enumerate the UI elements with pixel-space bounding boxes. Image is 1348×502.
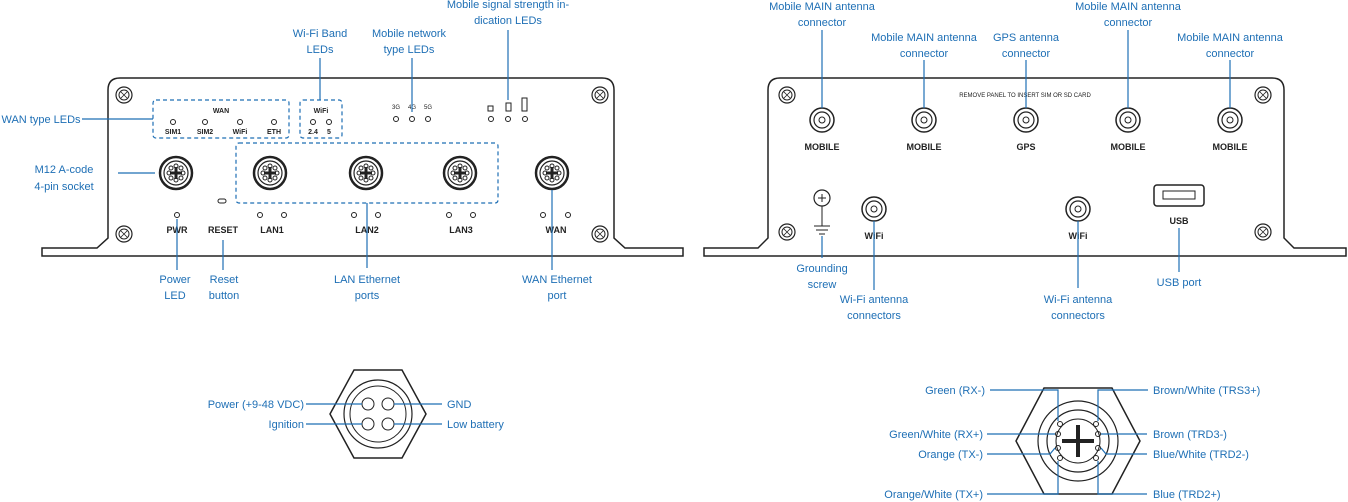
callout-lan-ports-line2: ports: [355, 290, 380, 302]
callout-reset-line2: button: [209, 290, 240, 302]
callout-wifi-b-line2: connectors: [1051, 310, 1105, 322]
ethernet-pinout: Green (RX-) Brown/White (TRS3+) Green/Wh…: [884, 385, 1260, 501]
pin-green-rx-minus: Green (RX-): [925, 385, 985, 397]
pin-blue-trd2-plus: Blue (TRD2+): [1153, 489, 1221, 501]
callout-power-led-line1: Power: [159, 274, 191, 286]
callout-m12-socket-line2: 4-pin socket: [34, 181, 93, 193]
band-5-marking: 5: [327, 129, 331, 136]
callout-ant4-line2: connector: [1104, 17, 1153, 29]
pin-brown-trd3: Brown (TRD3-): [1153, 429, 1227, 441]
usb-marking: USB: [1169, 216, 1189, 226]
mobile4-marking: MOBILE: [1111, 142, 1146, 152]
pin-green-white-rx-plus: Green/White (RX+): [889, 429, 983, 441]
lan1-marking: LAN1: [260, 225, 284, 235]
callout-wifi-band-line1: Wi-Fi Band: [293, 28, 347, 40]
callout-ant2-line2: connector: [900, 48, 949, 60]
callout-wan-type-leds: WAN type LEDs: [1, 114, 81, 126]
lan3-marking: LAN3: [449, 225, 473, 235]
net-3g-marking: 3G: [392, 105, 400, 111]
callout-wifi-a-line1: Wi-Fi antenna: [840, 294, 909, 306]
pin-blue-white-trd2: Blue/White (TRD2-): [1153, 449, 1249, 461]
mobile2-marking: MOBILE: [907, 142, 942, 152]
power-pinout: Power (+9-48 VDC) GND Ignition Low batte…: [208, 369, 504, 459]
wifi-marking: WiFi: [233, 129, 248, 136]
callout-ground-line2: screw: [808, 279, 837, 291]
callout-lan-ports-line1: LAN Ethernet: [334, 274, 400, 286]
gps-marking: GPS: [1016, 142, 1035, 152]
callout-ant1-line1: Mobile MAIN antenna: [769, 1, 876, 13]
wan-marking: WAN: [546, 225, 567, 235]
callout-signal-line1: Mobile signal strength in-: [447, 0, 570, 11]
front-panel: WAN SIM1 SIM2 WiFi ETH WiFi 2.4 5 3G 4G …: [1, 0, 684, 302]
callout-ant4-line1: Mobile MAIN antenna: [1075, 1, 1182, 13]
callout-ant1-line2: connector: [798, 17, 847, 29]
callout-usb: USB port: [1157, 277, 1202, 289]
wan-group-label: WAN: [213, 108, 229, 115]
callout-ant2-line1: Mobile MAIN antenna: [871, 32, 978, 44]
panel-note: REMOVE PANEL TO INSERT SIM OR SD CARD: [959, 93, 1091, 99]
mobile1-marking: MOBILE: [805, 142, 840, 152]
pin-orange-white-tx-plus: Orange/White (TX+): [884, 489, 983, 501]
sim2-marking: SIM2: [197, 129, 213, 136]
callout-wifi-b-line1: Wi-Fi antenna: [1044, 294, 1113, 306]
pin-brown-white-trs3: Brown/White (TRS3+): [1153, 385, 1260, 397]
callout-mobile-type-line1: Mobile network: [372, 28, 446, 40]
pin-low-battery: Low battery: [447, 419, 504, 431]
wifi-group-label: WiFi: [314, 108, 329, 115]
pin-gnd: GND: [447, 399, 472, 411]
callout-m12-socket-line1: M12 A-code: [35, 164, 94, 176]
reset-marking: RESET: [208, 225, 239, 235]
callout-ant5-line2: connector: [1206, 48, 1255, 60]
callout-wan-port-line1: WAN Ethernet: [522, 274, 592, 286]
sim1-marking: SIM1: [165, 129, 181, 136]
net-5g-marking: 5G: [424, 105, 432, 111]
callout-wifi-band-line2: LEDs: [307, 44, 334, 56]
callout-wifi-a-line2: connectors: [847, 310, 901, 322]
callout-mobile-type-line2: type LEDs: [384, 44, 435, 56]
callout-signal-line2: dication LEDs: [474, 15, 542, 27]
pin-ignition: Ignition: [269, 419, 304, 431]
pin-power: Power (+9-48 VDC): [208, 399, 304, 411]
band-24-marking: 2.4: [308, 129, 318, 136]
callout-power-led-line2: LED: [164, 290, 185, 302]
callout-ant5-line1: Mobile MAIN antenna: [1177, 32, 1284, 44]
callout-ground-line1: Grounding: [796, 263, 847, 275]
callout-gps-line1: GPS antenna: [993, 32, 1060, 44]
callout-reset-line1: Reset: [210, 274, 239, 286]
mobile5-marking: MOBILE: [1213, 142, 1248, 152]
grounding-screw-icon: [813, 189, 831, 235]
back-panel: REMOVE PANEL TO INSERT SIM OR SD CARD MO…: [703, 1, 1347, 322]
callout-wan-port-line2: port: [548, 290, 567, 302]
callout-gps-line2: connector: [1002, 48, 1051, 60]
eth-marking: ETH: [267, 129, 281, 136]
pin-orange-tx-minus: Orange (TX-): [918, 449, 983, 461]
